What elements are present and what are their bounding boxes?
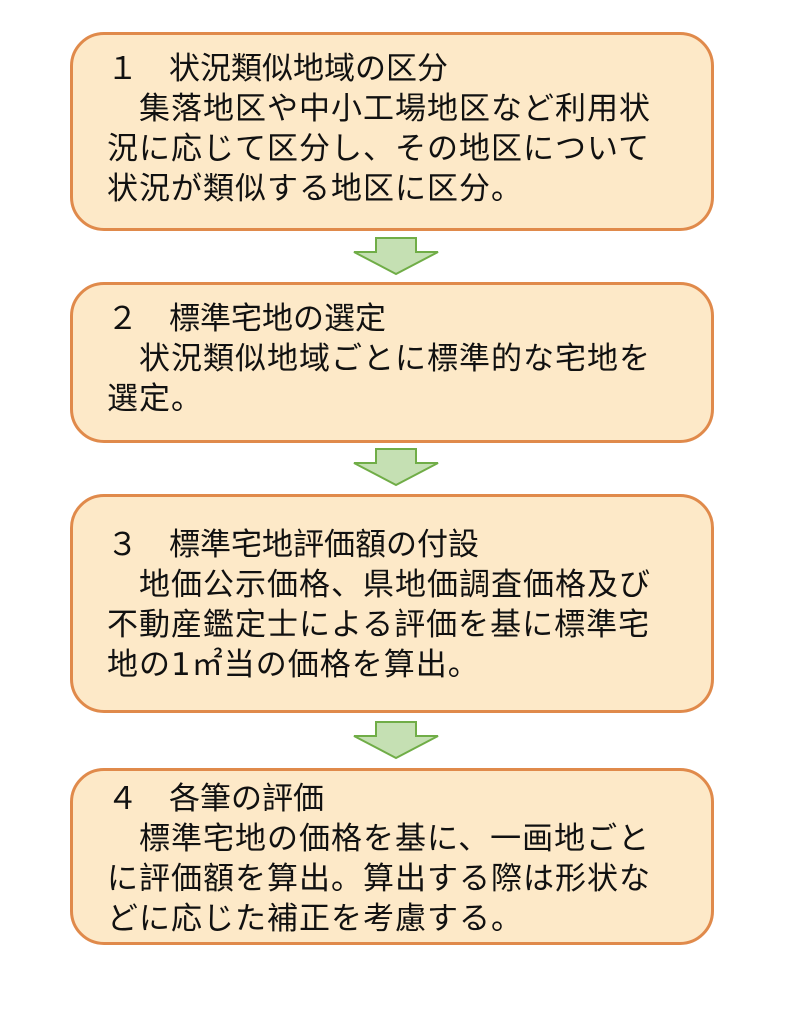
step-text-line: 選定。 [107,381,203,417]
down-arrow-icon [353,721,439,760]
down-arrow-icon [353,237,439,276]
step-text-line: 地価公示価格、県地価調査価格及び [107,567,651,603]
step-title: ３ 標準宅地評価額の付設 [107,527,479,563]
down-arrow-icon [353,448,439,487]
step-text-line: 況に応じて区分し、その地区について [107,131,651,167]
step-1-box: １ 状況類似地域の区分 集落地区や中小工場地区など利用状 況に応じて区分し、その… [70,32,714,231]
step-3-box: ３ 標準宅地評価額の付設 地価公示価格、県地価調査価格及び 不動産鑑定士による評… [70,494,714,713]
step-text-line: どに応じた補正を考慮する。 [107,901,523,937]
step-text-line: に評価額を算出。算出する際は形状な [107,861,651,897]
step-text-line: 地の1㎡当の価格を算出。 [107,647,480,683]
step-title: １ 状況類似地域の区分 [107,51,448,87]
step-text-line: 状況が類似する地区に区分。 [107,171,523,207]
step-title: ２ 標準宅地の選定 [107,301,386,337]
step-title: ４ 各筆の評価 [107,781,324,817]
step-4-box: ４ 各筆の評価 標準宅地の価格を基に、一画地ごと に評価額を算出。算出する際は形… [70,768,714,945]
step-text-line: 状況類似地域ごとに標準的な宅地を [107,341,651,377]
step-text-line: 標準宅地の価格を基に、一画地ごと [107,821,651,857]
step-text-line: 集落地区や中小工場地区など利用状 [107,91,651,127]
step-2-box: ２ 標準宅地の選定 状況類似地域ごとに標準的な宅地を 選定。 [70,282,714,443]
step-text-line: 不動産鑑定士による評価を基に標準宅 [107,607,651,643]
